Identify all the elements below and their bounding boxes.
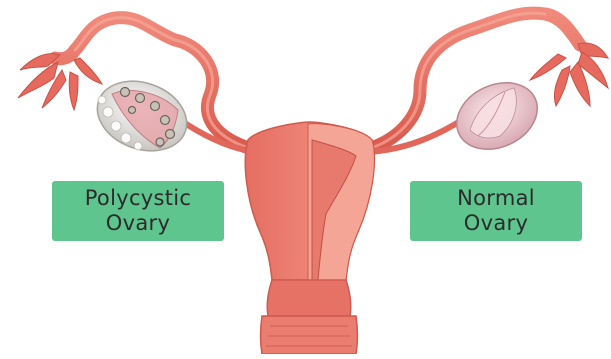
normal-label-line2: Ovary bbox=[457, 211, 535, 236]
normal-label-line1: Normal bbox=[457, 186, 535, 211]
normal-ovary bbox=[446, 70, 548, 162]
right-fimbriae bbox=[530, 43, 608, 106]
polycystic-label-line2: Ovary bbox=[85, 211, 192, 236]
normal-ovary-label: Normal Ovary bbox=[410, 181, 582, 241]
cervix bbox=[267, 280, 351, 316]
polycystic-label-line1: Polycystic bbox=[85, 186, 192, 211]
polycystic-ovary-label: Polycystic Ovary bbox=[52, 181, 224, 241]
vagina bbox=[261, 316, 358, 354]
polycystic-ovary bbox=[87, 69, 196, 162]
